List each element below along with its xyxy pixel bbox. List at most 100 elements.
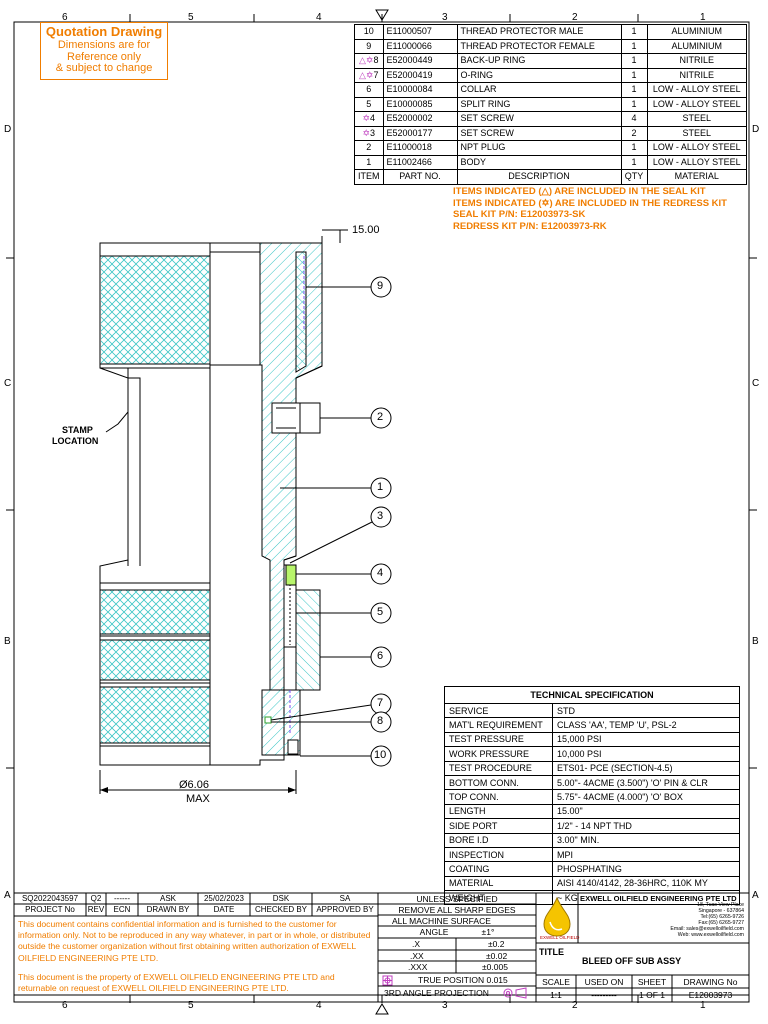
callout-10: 10 <box>374 749 387 761</box>
address-line: Email: sales@exwelloilfield.com <box>670 926 744 932</box>
rev-value: SA <box>339 894 351 903</box>
callout-4: 4 <box>377 567 384 579</box>
rev-header: REV <box>87 905 105 914</box>
callout-9: 9 <box>377 280 384 292</box>
diameter-max-label: MAX <box>186 793 210 805</box>
bom-header-part: PART NO. <box>382 169 458 185</box>
bom-header-mat: MATERIAL <box>646 169 747 185</box>
quotation-line-3: & subject to change <box>55 62 153 74</box>
title-label: TITLE <box>539 947 564 957</box>
quotation-line-2: Reference only <box>67 50 141 63</box>
tolerance-header-2: REMOVE ALL SHARP EDGES <box>398 905 516 915</box>
zone-label-top-2: 2 <box>572 12 578 23</box>
triangle-icon: △ <box>541 186 549 197</box>
callout-2: 2 <box>377 411 384 423</box>
kit-notes: ITEMS INDICATED (△) ARE INCLUDED IN THE … <box>453 186 727 232</box>
logo-text: EXWELL OILFIELD <box>540 935 580 940</box>
bom-description: NPT PLUG <box>456 140 622 156</box>
kit-mark-icon: △✡ <box>359 69 374 80</box>
zone-label-top-5: 5 <box>188 12 194 23</box>
property-notice: This document is the property of EXWELL … <box>18 972 335 994</box>
callout-1: 1 <box>377 481 384 493</box>
zone-label-bottom-5: 5 <box>188 1000 194 1011</box>
callout-7: 7 <box>377 697 384 709</box>
rev-header: DRAWN BY <box>146 905 190 914</box>
callout-8: 8 <box>377 715 384 727</box>
rev-header: PROJECT No <box>25 905 75 914</box>
bom-header-qty: QTY <box>620 169 648 185</box>
tolerance-xx-label: .XX <box>410 951 424 961</box>
bom-description: BODY <box>456 154 622 170</box>
zone-label-bottom-2: 2 <box>572 1000 578 1011</box>
bom-material: STEEL <box>646 125 747 141</box>
collar-section <box>295 589 321 691</box>
seal-kit-part-number: SEAL KIT P/N: E12003973-SK <box>453 209 586 220</box>
drawing-number: E12003973 <box>688 990 733 1000</box>
knurled-grip-top <box>101 256 209 364</box>
bom-header-item: ITEM <box>354 169 384 185</box>
rev-value: ------ <box>114 894 130 903</box>
zone-label-left-B: B <box>4 636 11 647</box>
zone-label-top-4: 4 <box>316 12 322 23</box>
kit-mark-icon: △✡ <box>359 55 374 66</box>
drawing-title: BLEED OFF SUB ASSY <box>582 956 682 966</box>
quotation-notice: Quotation Drawing Dimensions are for Ref… <box>40 22 168 80</box>
bom-part-number: E11000018 <box>382 140 458 156</box>
diameter-dimension: Ø6.06 <box>179 779 209 791</box>
rev-header: APPROVED BY <box>316 905 374 914</box>
address-line: Singapore - 637864 <box>698 908 744 914</box>
address-line: Fax:(65) 6265-9727 <box>698 920 744 926</box>
scale-header: SCALE <box>542 977 570 987</box>
zone-label-left-A: A <box>4 890 11 901</box>
zone-label-top-6: 6 <box>62 12 68 23</box>
tolerance-header-3: ALL MACHINE SURFACE <box>392 916 491 926</box>
tolerance-header-1: UNLESS SPECIFIED <box>416 894 498 904</box>
sheet-value: 1 OF 1 <box>639 990 665 1000</box>
bom-part-number: E52000177 <box>382 125 458 141</box>
bom-material: LOW - ALLOY STEEL <box>646 154 747 170</box>
confidentiality-notice: This document contains confidential info… <box>18 919 371 963</box>
rev-value: DSK <box>272 894 290 903</box>
tolerance-xxx-value: ±0.005 <box>482 962 508 972</box>
knurled-grip-lower <box>101 640 209 680</box>
thread-protector-male <box>287 739 299 755</box>
kit-mark-icon: ✡ <box>362 127 371 138</box>
rev-value: 25/02/2023 <box>203 894 245 903</box>
bom-description: SET SCREW <box>456 125 622 141</box>
redress-kit-part-number: REDRESS KIT P/N: E12003973-RK <box>453 220 607 232</box>
callout-3: 3 <box>377 510 384 522</box>
tolerance-x-value: ±0.2 <box>488 939 505 949</box>
rev-value: SQ2022043597 <box>21 894 79 903</box>
tolerance-xx-value: ±0.02 <box>486 951 508 961</box>
zone-label-bottom-1: 1 <box>700 1000 706 1011</box>
bom-qty: 1 <box>620 154 648 170</box>
knurled-grip-middle <box>101 590 209 634</box>
bom-material: LOW - ALLOY STEEL <box>646 140 747 156</box>
zone-label-bottom-4: 4 <box>316 1000 322 1011</box>
company-name: EXWELL OILFIELD ENGINEERING PTE LTD <box>580 894 737 903</box>
sheet-header: SHEET <box>637 977 667 987</box>
company-logo <box>543 896 571 937</box>
star-of-david-icon: ✡ <box>541 197 550 209</box>
tolerance-x-label: .X <box>412 939 421 949</box>
callout-6: 6 <box>377 650 384 662</box>
tolerance-xxx-label: .XXX <box>408 962 428 972</box>
stamp-label: STAMP <box>62 425 93 435</box>
quotation-title: Quotation Drawing <box>45 24 163 39</box>
zone-label-bottom-3: 3 <box>442 1000 448 1011</box>
tech-spec-value: ~ KG <box>552 890 740 906</box>
zone-label-left-C: C <box>4 378 12 389</box>
